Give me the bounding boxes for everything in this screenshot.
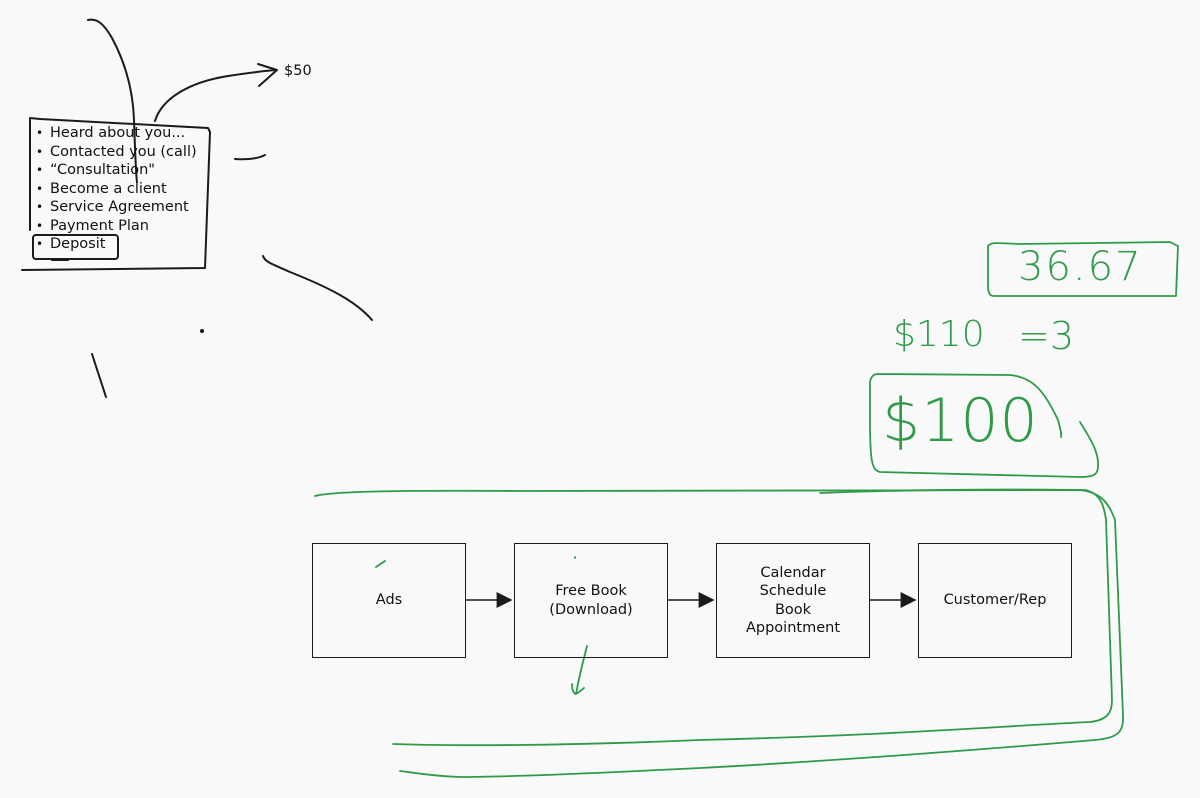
handwritten-value-top: 36.67 [1018,244,1143,290]
green-box-top-value [987,241,1179,297]
handwritten-equation-right: =3 [1018,314,1075,358]
curved-arrow-stroke [154,69,277,122]
notes-item: Heard about you... [36,124,197,143]
slash-stroke [91,353,107,398]
handwritten-equation-left: $110 [893,314,985,355]
notes-item: Contacted you (call) [36,143,197,162]
flow-step-calendar[interactable]: Calendar Schedule Book Appointment [716,543,870,658]
notes-item: “Consultation" [36,161,197,180]
notes-list: Heard about you... Contacted you (call) … [36,124,197,254]
notes-frame-stroke [21,117,211,271]
green-box-100 [869,373,1099,478]
flow-step-free-book[interactable]: Free Book (Download) [514,543,668,658]
notes-item: Become a client [36,180,197,199]
green-loop-outline [314,489,1113,747]
green-loop-outline-2 [399,488,1124,778]
green-check-ads [375,560,386,568]
dash-stroke [234,154,266,161]
notes-item-deposit: Deposit [36,235,197,254]
flow-step-ads[interactable]: Ads [312,543,466,658]
green-check-arrow [571,645,588,695]
arrow-price-label: $50 [284,63,312,79]
notes-item: Service Agreement [36,198,197,217]
flow-step-customer-rep[interactable]: Customer/Rep [918,543,1072,658]
arrow-head-stroke [257,63,278,87]
dot-mark [200,329,204,333]
arc-stroke [262,255,373,321]
notes-item: Payment Plan [36,217,197,236]
handwritten-value-boxed: $100 [882,386,1039,456]
